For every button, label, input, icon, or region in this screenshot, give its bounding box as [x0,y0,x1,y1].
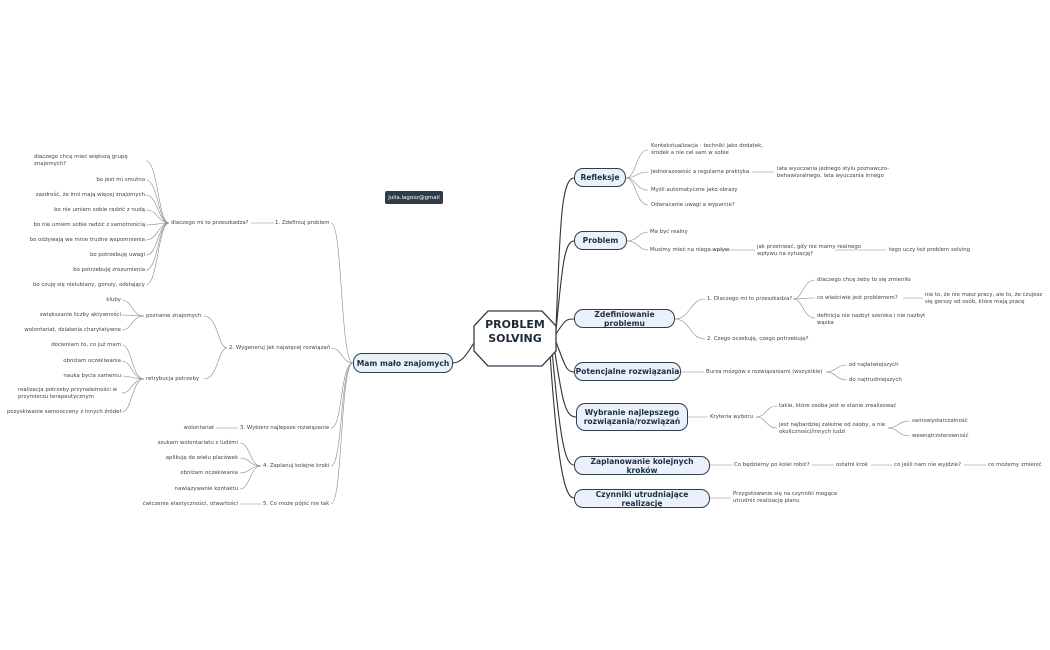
b2-sub[interactable]: retrybucja potrzeby [146,376,200,382]
b1-item[interactable]: zazdrość, że inni mają więcej znajomych [35,192,145,198]
central-topic-line1: PROBLEM [485,318,545,331]
zdef-item[interactable]: dlaczego chcę żeby to się zmieniło [817,277,911,283]
b1-item[interactable]: bo odżywają we mnie trudne wspomnienia [29,237,145,243]
plan-step[interactable]: co możemy zmienić [988,462,1042,468]
topic-potencjalne-rozwiazania[interactable]: Potencjalne rozwiązania [574,362,681,381]
potenc-sub[interactable]: od najłatwiejszych [849,362,899,368]
b2-item[interactable]: kluby [106,297,121,303]
plan-step[interactable]: Co będziemy po kolei robić? [734,462,810,468]
topic-czynniki-utrudniajace[interactable]: Czynniki utrudniające realizację [574,489,710,508]
b2-item[interactable]: obniżam oczekiwania [63,358,121,364]
problem-sub[interactable]: tego uczy też problem solving [889,247,971,253]
plan-step[interactable]: co jeśli nam nie wyjdzie? [894,462,961,468]
b4-item[interactable]: aplikuję do wielu placówek [165,455,238,461]
b4-item[interactable]: nawiązywanie kontaktu [174,486,238,492]
left-branch-title[interactable]: 5. Co może pójść nie tak [263,501,330,507]
potenc-sub[interactable]: do najtrudniejszych [849,377,902,383]
left-branch-title[interactable]: 4. Zaplanuj kolejne kroki [263,463,330,469]
b2-item[interactable]: nauka bycia samemu [63,373,121,379]
topic-zdefiniowanie-problemu[interactable]: Zdefiniowanie problemu [574,309,675,328]
b2-item[interactable]: zwiększanie liczby aktywności [39,312,121,318]
b5-item[interactable]: ćwiczenie elastyczności, otwartości [142,501,238,507]
b1-item[interactable]: bo nie umiem sobie radzić z nudą [54,207,145,213]
plan-step[interactable]: ostatni krok [836,462,868,468]
problem-item[interactable]: Ma być realny [650,229,688,235]
left-branch-title[interactable]: 3. Wybierz najlepsze rozwiązanie [240,425,330,431]
b1-item[interactable]: bo czuję się nielubiany, gorszy, odstają… [32,282,145,288]
refleksje-item[interactable]: Myśli automatyczne jako obrazy [651,187,738,193]
problem-sub[interactable]: jak przetrwać, gdy nie mamy realnego wpł… [757,244,861,257]
center-hexagon [473,310,557,367]
b2-item[interactable]: realizacja potrzeby przynależności w prz… [18,387,117,400]
potenc-item[interactable]: Burza mózgów z rozwiązaniami (wszystkie) [706,369,823,375]
topic-mam-malo-znajomych[interactable]: Mam mało znajomych [353,353,453,373]
central-topic-line2: SOLVING [488,332,542,345]
wybranie-subsub[interactable]: samowystarczalność [912,418,968,424]
refleksje-item[interactable]: Jednorazowość a regularna praktyka [651,169,750,175]
zdef-sub[interactable]: nie to, że nie masz pracy, ale to, że cz… [925,292,1043,305]
central-topic[interactable]: PROBLEM SOLVING [474,318,556,346]
b1-item[interactable]: bo potrzebuję uwagi [89,252,145,258]
refleksje-item[interactable]: Kontekstualizacja - techniki jako dodate… [651,143,763,156]
left-branch-sub[interactable]: dlaczego mi to przeszkadza? [171,220,249,226]
topic-zaplanowanie-krokow[interactable]: Zaplanowanie kolejnych kroków [574,456,710,475]
refleksje-item[interactable]: Odwracanie uwagi a wyparcie? [651,202,735,208]
topic-wybranie-rozwiazania[interactable]: Wybranie najlepszego rozwiązania/rozwiąz… [576,403,688,431]
topic-refleksje[interactable]: Refleksje [574,168,626,187]
b2-sub[interactable]: poznanie znajomych [146,313,202,319]
wybranie-sub[interactable]: jest najbardziej zależne od osoby, a nie… [779,422,886,435]
zdef-question[interactable]: 1. Dlaczego mi to przeszkadza? [707,296,793,302]
wybranie-subsub[interactable]: wewnątrzsterowność [912,433,969,439]
zdef-item[interactable]: definicja nie nazbyt szeroka i nie nazby… [817,313,926,326]
zdef-question[interactable]: 2. Czego oczekuję, czego potrzebuję? [707,336,809,342]
left-branch-title[interactable]: 2. Wygeneruj jak najwięcej rozwiązań [229,345,331,351]
b1-item[interactable]: bo jest mi smutno [96,177,145,183]
czynniki-item[interactable]: Przygotowanie się na czynniki mogące utr… [733,491,838,504]
b4-item[interactable]: obniżam oczekiwania [180,470,238,476]
b4-item[interactable]: szukam wolontariatu z ludźmi [157,440,238,446]
left-branch-title[interactable]: 1. Zdefiniuj problem [275,220,330,226]
wybranie-sub[interactable]: takie, które osoba jest w stanie zrealiz… [779,403,897,409]
email-tag[interactable]: julia.lagosz@gmail [385,191,443,204]
b1-item[interactable]: dlaczego chcę mieć większą grupę znajomy… [34,154,128,167]
b1-item[interactable]: bo potrzebuję zrozumienia [73,267,145,273]
b3-item[interactable]: wolontariat [183,425,214,431]
topic-problem[interactable]: Problem [574,231,627,250]
zdef-item[interactable]: co właściwie jest problemem? [817,295,898,301]
b2-item[interactable]: wolontariat, działania charytatywne [24,327,121,333]
b1-item[interactable]: bo nie umiem sobie radzić z samotnością [33,222,145,228]
refleksje-sub[interactable]: lata wyuczania jednego stylu poznawczo-b… [777,166,889,179]
b2-item[interactable]: pozyskiwanie samoocceny z innych źródeł [6,409,121,415]
problem-item[interactable]: Musimy mieć na niego wpływ [650,247,730,253]
wybranie-item[interactable]: Kryteria wyboru [710,414,754,420]
b2-item[interactable]: docieniam to, co już mam [51,342,121,348]
